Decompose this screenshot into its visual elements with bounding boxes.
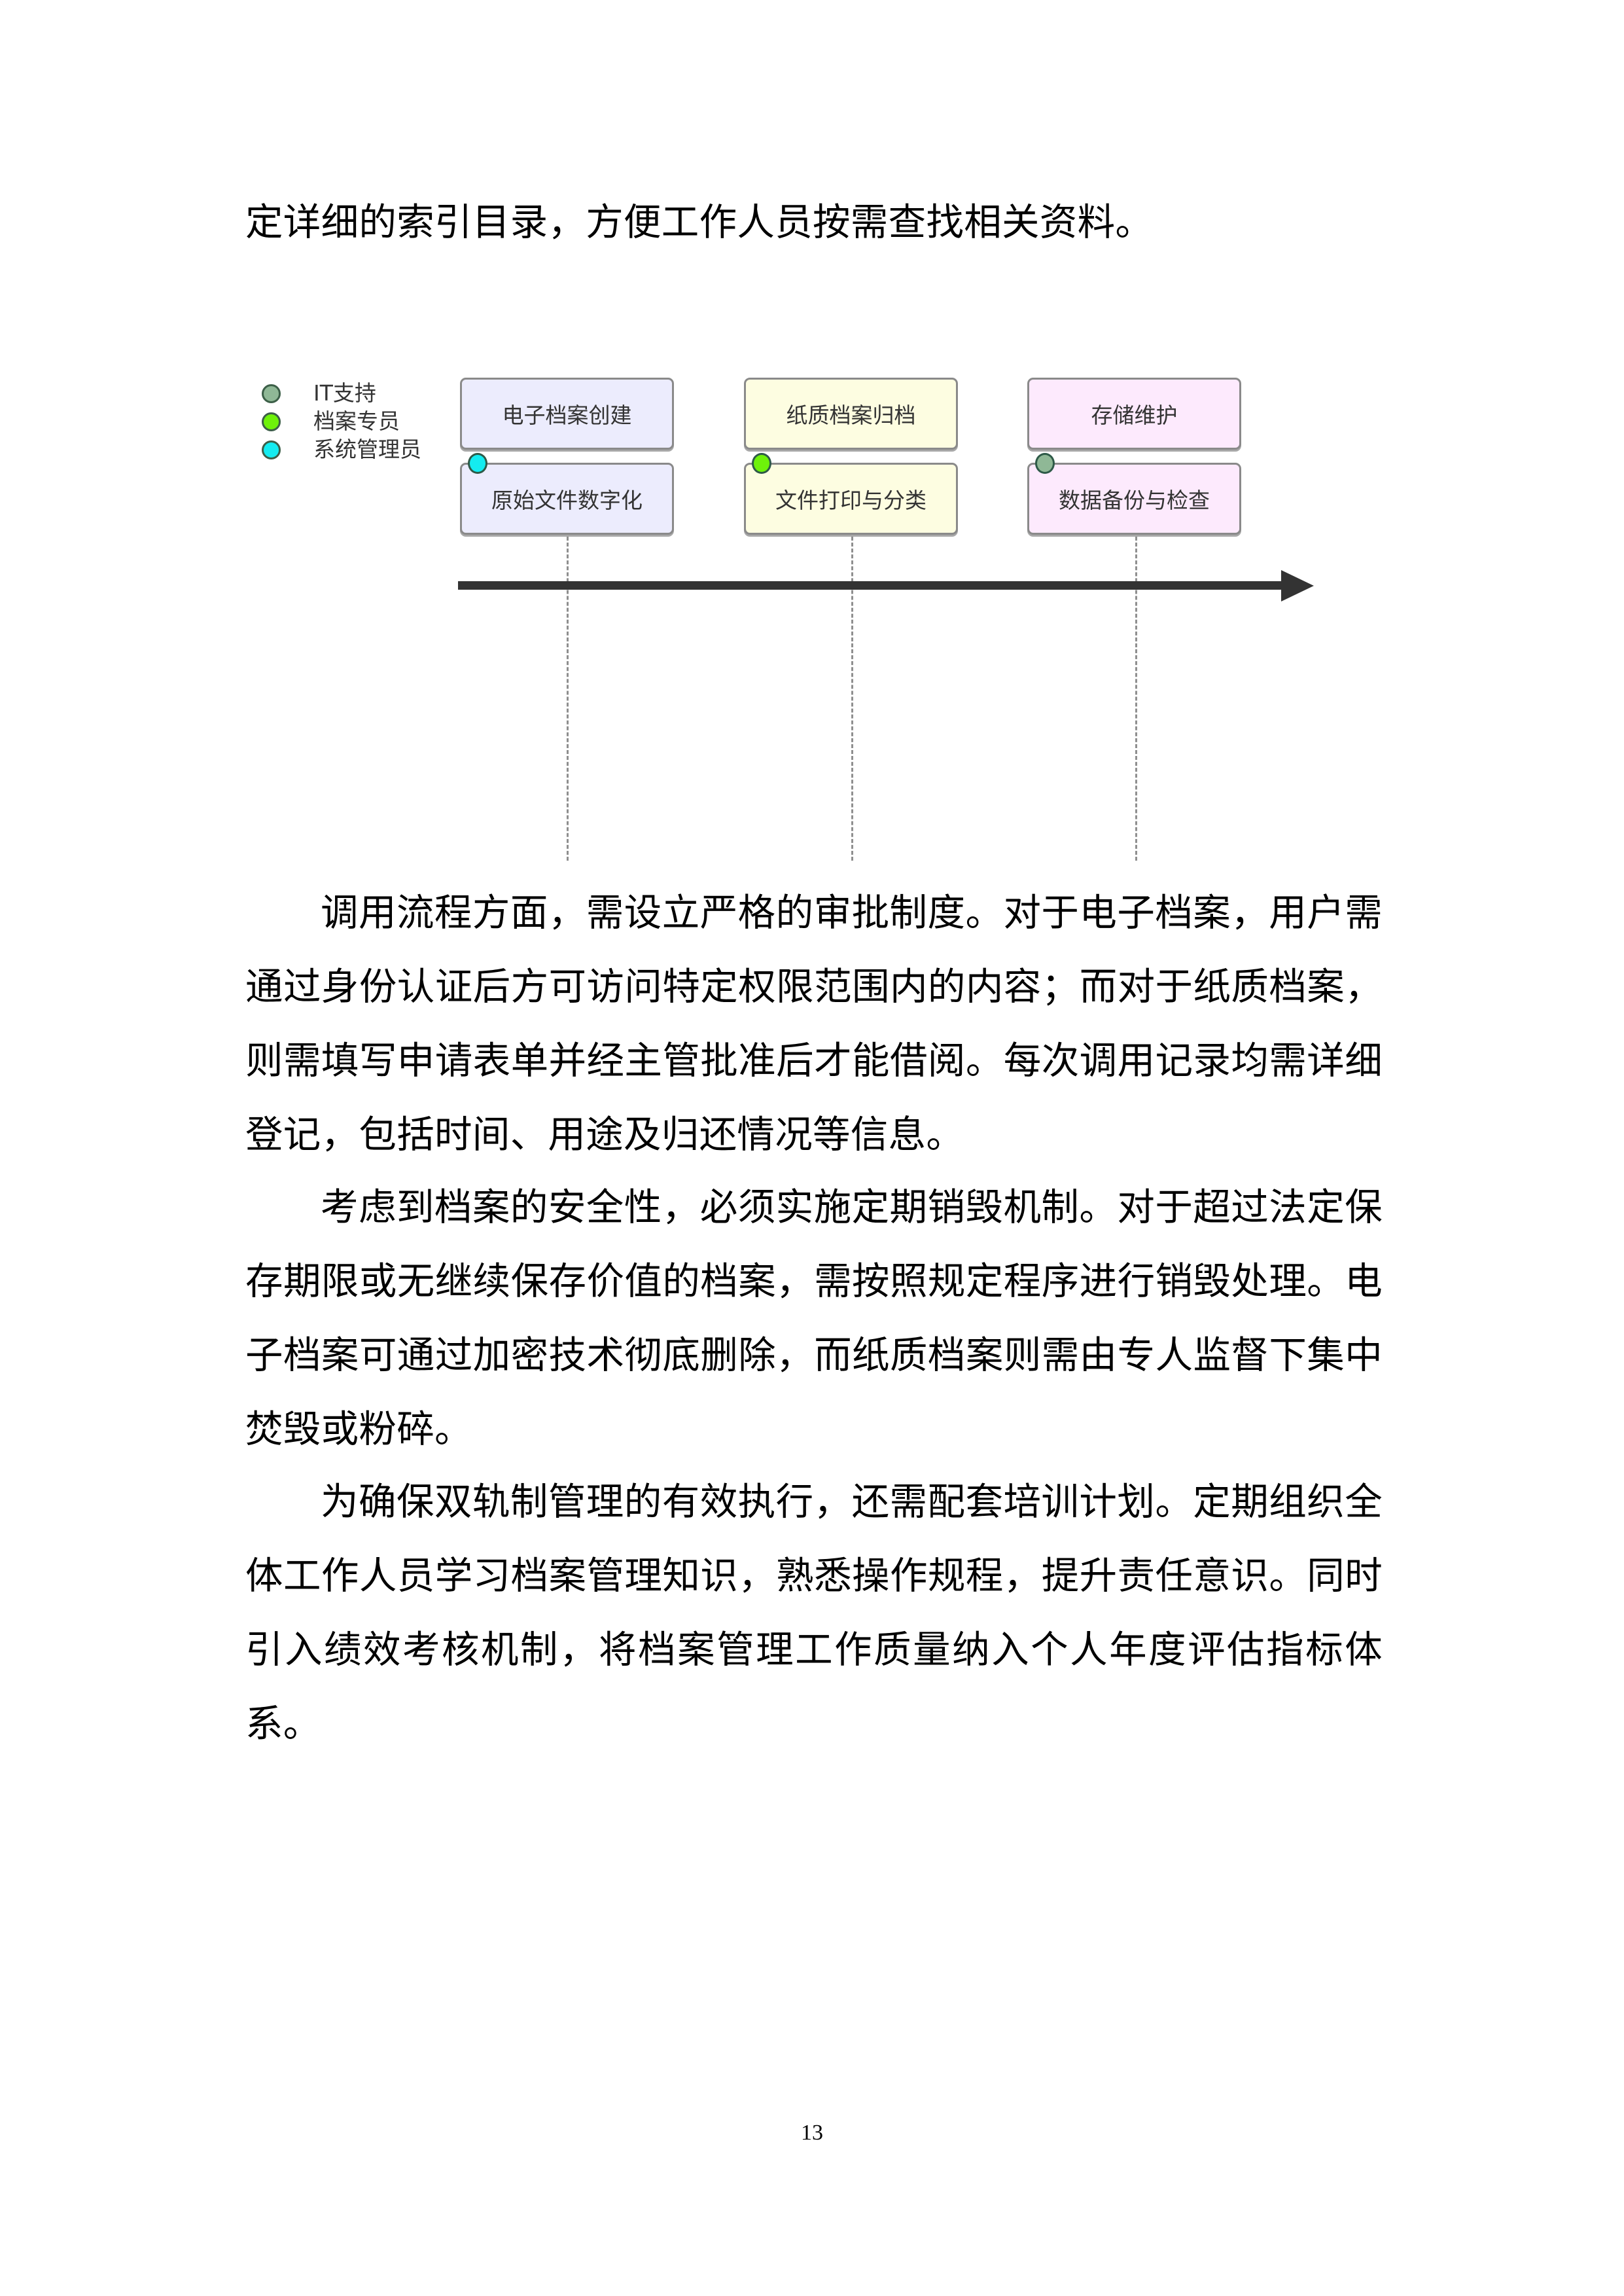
timeline-diagram: IT支持 档案专员 系统管理员 电子档案创建 原始文件数字化 纸质档案归档 文件… (0, 0, 1624, 864)
timeline-guide-line (851, 537, 853, 861)
legend-label: IT支持 (313, 380, 376, 406)
legend-item-it-support: IT支持 (262, 380, 376, 406)
section-title-paper-archive: 纸质档案归档 (744, 378, 958, 450)
role-marker-icon (752, 453, 771, 474)
timeline-axis (458, 581, 1284, 590)
section-title-electronic-archive: 电子档案创建 (460, 378, 674, 450)
arrow-right-icon (1281, 570, 1314, 601)
legend-label: 档案专员 (313, 408, 400, 434)
task-digitize-originals: 原始文件数字化 (460, 463, 674, 535)
paragraph-training-plan: 为确保双轨制管理的有效执行，还需配套培训计划。定期组织全体工作人员学习档案管理知… (245, 1480, 1383, 1746)
timeline-guide-line (1135, 537, 1137, 861)
paragraph-continuation: 定详细的索引目录，方便工作人员按需查找相关资料。 (245, 200, 1154, 244)
legend-dot-icon (262, 412, 281, 431)
task-backup-and-check: 数据备份与检查 (1027, 463, 1241, 535)
page-number: 13 (801, 2121, 823, 2145)
legend-item-archivist: 档案专员 (262, 408, 400, 435)
legend-label: 系统管理员 (313, 437, 421, 462)
legend-dot-icon (262, 384, 281, 403)
paragraph-retrieval-process: 调用流程方面，需设立严格的审批制度。对于电子档案，用户需通过身份认证后方可访问特… (245, 891, 1383, 1157)
legend-dot-icon (262, 440, 281, 459)
role-marker-icon (468, 453, 487, 474)
task-print-and-classify: 文件打印与分类 (744, 463, 958, 535)
section-title-storage-maintenance: 存储维护 (1027, 378, 1241, 450)
timeline-guide-line (567, 537, 569, 861)
role-marker-icon (1035, 453, 1055, 474)
paragraph-destruction-mechanism: 考虑到档案的安全性，必须实施定期销毁机制。对于超过法定保存期限或无继续保存价值的… (245, 1185, 1383, 1451)
legend-item-sysadmin: 系统管理员 (262, 437, 421, 463)
